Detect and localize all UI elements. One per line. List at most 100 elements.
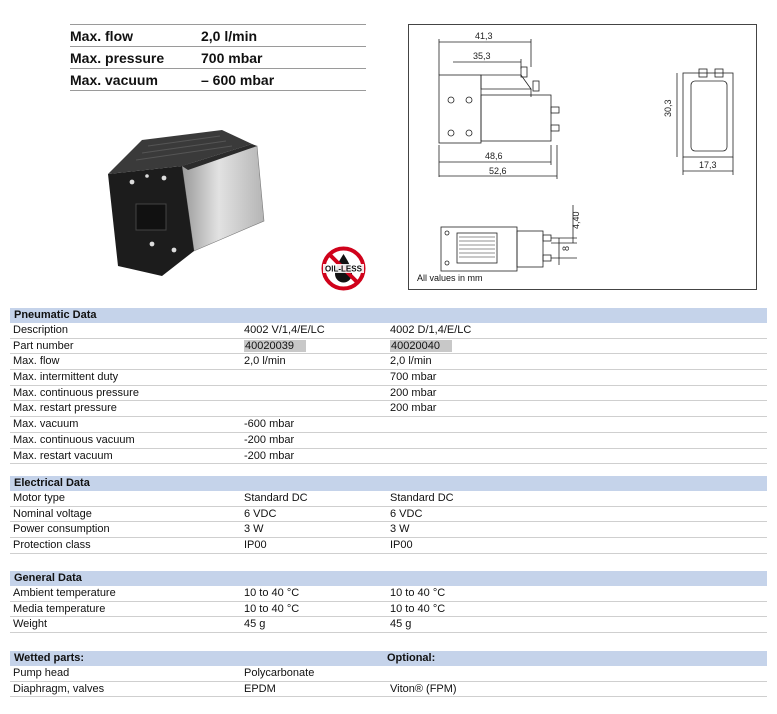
value-d: IP00	[390, 539, 413, 552]
part-number-v: 40020039	[244, 339, 306, 352]
row-label: Max. continuous pressure	[13, 386, 139, 399]
table-row: Ambient temperature 10 to 40 °C 10 to 40…	[10, 586, 767, 602]
optional-title: Optional:	[387, 652, 436, 664]
value-v: 45 g	[244, 618, 266, 631]
value-v: IP00	[244, 539, 267, 552]
pneumatic-data-section: Pneumatic Data Description 4002 V/1,4/E/…	[10, 308, 767, 465]
dim-8: 8	[561, 246, 571, 251]
units-note: All values in mm	[417, 273, 483, 283]
value-d: 45 g	[390, 618, 412, 631]
summary-label: Max. flow	[70, 27, 134, 44]
summary-label: Max. vacuum	[70, 71, 158, 88]
wetted-parts-section: Wetted parts: Optional: Pump head Polyca…	[10, 651, 767, 698]
oil-less-label: OIL-LESS	[325, 265, 363, 274]
electrical-data-section: Electrical Data Motor type Standard DC S…	[10, 476, 767, 554]
value-optional	[390, 666, 767, 681]
value-v: 6 VDC	[244, 507, 277, 520]
summary-value: 700 mbar	[201, 49, 263, 66]
summary-value: – 600 mbar	[201, 71, 275, 88]
value-d: 3 W	[390, 523, 410, 536]
row-label: Ambient temperature	[13, 587, 116, 599]
row-label: Part number	[13, 339, 74, 352]
value-d: 4002 D/1,4/E/LC	[390, 324, 472, 336]
value-d	[390, 433, 767, 448]
value-d: 10 to 40 °C	[390, 602, 446, 615]
wetted-title: Wetted parts:	[14, 652, 85, 664]
dim-41-3: 41,3	[475, 31, 493, 41]
row-label: Max. continuous vacuum	[13, 433, 135, 446]
summary-label: Max. pressure	[70, 49, 165, 66]
row-label: Max. flow	[13, 355, 60, 368]
value-v: 10 to 40 °C	[244, 587, 300, 599]
table-row: Max. continuous vacuum -200 mbar	[10, 433, 767, 449]
value-d: 200 mbar	[390, 402, 437, 415]
value-d: Standard DC	[390, 492, 454, 504]
summary-row: Max. pressure 700 mbar	[70, 46, 366, 68]
summary-value: 2,0 l/min	[201, 27, 258, 44]
value-d: 200 mbar	[390, 386, 437, 399]
table-row: Protection class IP00 IP00	[10, 538, 767, 554]
dimension-drawing: 41,3 35,3 48,6 52,6 30,3 17,3 4,40 8 All…	[408, 24, 757, 290]
value-v	[244, 370, 390, 385]
row-label: Diaphragm, valves	[13, 682, 105, 695]
value-optional: Viton® (FPM)	[390, 682, 457, 695]
dim-17-3: 17,3	[699, 160, 717, 170]
table-row: Description 4002 V/1,4/E/LC 4002 D/1,4/E…	[10, 323, 767, 339]
general-data-section: General Data Ambient temperature 10 to 4…	[10, 571, 767, 634]
value-standard: EPDM	[244, 682, 276, 695]
value-v: 10 to 40 °C	[244, 602, 300, 615]
dim-52-6: 52,6	[489, 166, 507, 176]
value-v: -600 mbar	[244, 418, 295, 431]
value-d: 2,0 l/min	[390, 355, 432, 368]
row-label: Motor type	[13, 492, 65, 504]
table-row: Max. vacuum -600 mbar	[10, 417, 767, 433]
table-row: Nominal voltage 6 VDC 6 VDC	[10, 507, 767, 523]
summary-row: Max. flow 2,0 l/min	[70, 24, 366, 46]
dim-30-3: 30,3	[663, 99, 673, 117]
value-v: 2,0 l/min	[244, 355, 286, 368]
part-number-d: 40020040	[390, 339, 452, 352]
drawing-svg: 41,3 35,3 48,6 52,6 30,3 17,3 4,40 8	[438, 31, 734, 272]
table-row: Max. continuous pressure 200 mbar	[10, 386, 767, 402]
value-v	[244, 401, 390, 416]
section-header: Pneumatic Data	[10, 308, 767, 323]
row-label: Nominal voltage	[13, 507, 92, 520]
row-label: Pump head	[13, 667, 70, 679]
value-d	[390, 417, 767, 432]
dim-48-6: 48,6	[485, 151, 503, 161]
row-label: Media temperature	[13, 602, 106, 615]
table-row: Diaphragm, valves EPDM Viton® (FPM)	[10, 682, 767, 698]
pump-product-photo	[108, 130, 265, 276]
table-row: Weight 45 g 45 g	[10, 617, 767, 634]
value-d: 10 to 40 °C	[390, 587, 446, 599]
row-label: Max. restart pressure	[13, 402, 117, 415]
section-header: Wetted parts: Optional:	[10, 651, 767, 666]
value-v: Standard DC	[244, 492, 308, 504]
row-label: Weight	[13, 618, 48, 631]
table-row: Max. restart pressure 200 mbar	[10, 401, 767, 418]
row-label: Protection class	[13, 539, 91, 552]
table-row: Motor type Standard DC Standard DC	[10, 491, 767, 507]
value-v: 4002 V/1,4/E/LC	[244, 324, 325, 336]
row-label: Max. vacuum	[13, 418, 79, 431]
dim-35-3: 35,3	[473, 51, 491, 61]
table-row: Part number 40020039 40020040	[10, 339, 767, 355]
table-row: Power consumption 3 W 3 W	[10, 522, 767, 539]
section-header: Electrical Data	[10, 476, 767, 491]
value-v: -200 mbar	[244, 449, 295, 462]
value-d: 700 mbar	[390, 371, 437, 384]
value-v: 3 W	[244, 523, 264, 536]
row-label: Description	[13, 324, 69, 336]
row-label: Power consumption	[13, 523, 110, 536]
value-v	[244, 386, 390, 401]
table-row: Pump head Polycarbonate	[10, 666, 767, 682]
section-header: General Data	[10, 571, 767, 586]
table-row: Media temperature 10 to 40 °C 10 to 40 °…	[10, 602, 767, 618]
row-label: Max. intermittent duty	[13, 371, 119, 384]
table-row: Max. flow 2,0 l/min 2,0 l/min	[10, 354, 767, 371]
row-label: Max. restart vacuum	[13, 449, 113, 462]
value-standard: Polycarbonate	[244, 667, 315, 679]
value-v: -200 mbar	[244, 433, 295, 446]
table-row: Max. restart vacuum -200 mbar	[10, 449, 767, 465]
value-d	[390, 449, 767, 464]
